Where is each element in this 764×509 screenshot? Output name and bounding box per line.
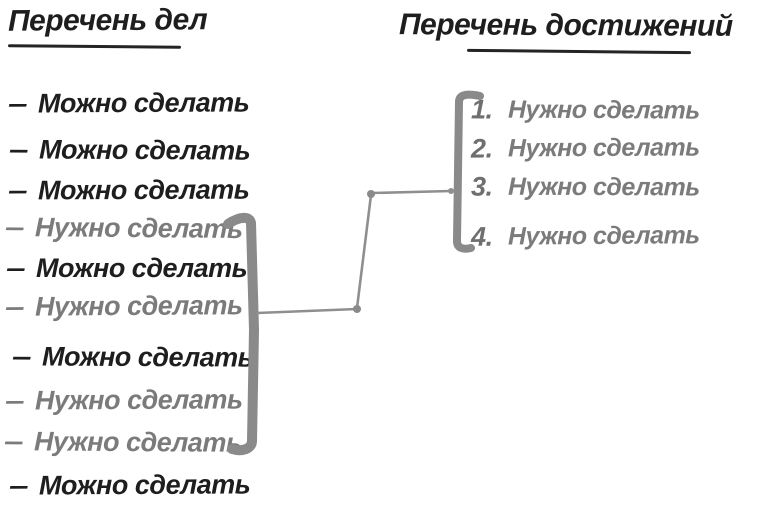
achievement-item: 4. Нужно сделать	[471, 218, 700, 254]
connector-line	[255, 189, 453, 315]
todo-item: –Можно сделать	[6, 251, 248, 285]
achievement-list-title: Перечень достижений	[398, 8, 733, 43]
item-label: Нужно сделать	[34, 384, 243, 416]
item-label: Нужно сделать	[507, 221, 700, 251]
todo-item: –Можно сделать	[8, 173, 250, 208]
todo-item: –Можно сделать	[12, 339, 254, 374]
todo-item: –Нужно сделать	[5, 210, 243, 246]
dash-marker: –	[4, 211, 25, 243]
achievement-item: 1. Нужно сделать	[471, 92, 700, 127]
achievement-title-underline	[466, 48, 692, 55]
item-label: Нужно сделать	[507, 133, 700, 163]
ink-blob	[353, 305, 361, 313]
dash-marker: –	[4, 291, 25, 322]
item-label: Нужно сделать	[507, 95, 700, 125]
dash-marker: –	[5, 385, 25, 416]
ink-blob	[367, 190, 375, 198]
todo-item: –Можно сделать	[9, 467, 251, 502]
dash-marker: –	[9, 134, 29, 165]
item-label: Можно сделать	[37, 174, 250, 206]
todo-item: –Нужно сделать	[4, 424, 242, 460]
dash-marker: –	[8, 175, 28, 206]
item-label: Можно сделать	[38, 134, 251, 166]
item-label: Нужно сделать	[34, 212, 243, 245]
todo-title-underline	[7, 44, 182, 49]
todo-list-title: Перечень дел	[7, 3, 208, 38]
ink-blob	[448, 188, 454, 194]
item-label: Можно сделать	[36, 253, 248, 283]
number-marker: 4.	[470, 221, 493, 252]
number-marker: 3.	[470, 171, 493, 202]
todo-item: –Можно сделать	[8, 85, 250, 120]
dash-marker: –	[6, 253, 26, 283]
todo-item: –Нужно сделать	[5, 382, 243, 417]
item-label: Можно сделать	[37, 87, 250, 119]
item-label: Можно сделать	[41, 341, 254, 373]
dash-marker: –	[3, 426, 24, 457]
dash-marker: –	[8, 88, 28, 119]
todo-item: –Можно сделать	[9, 132, 251, 167]
item-label: Нужно сделать	[34, 290, 243, 322]
number-marker: 1.	[470, 94, 493, 125]
todo-item: –Нужно сделать	[5, 288, 243, 324]
dash-marker: –	[12, 341, 32, 372]
dash-marker: –	[9, 470, 29, 501]
item-label: Нужно сделать	[33, 426, 242, 458]
item-label: Можно сделать	[38, 469, 251, 501]
number-marker: 2.	[470, 133, 493, 164]
achievement-item: 2. Нужно сделать	[471, 130, 700, 165]
achievement-item: 3. Нужно сделать	[471, 170, 700, 205]
item-label: Нужно сделать	[507, 172, 700, 202]
